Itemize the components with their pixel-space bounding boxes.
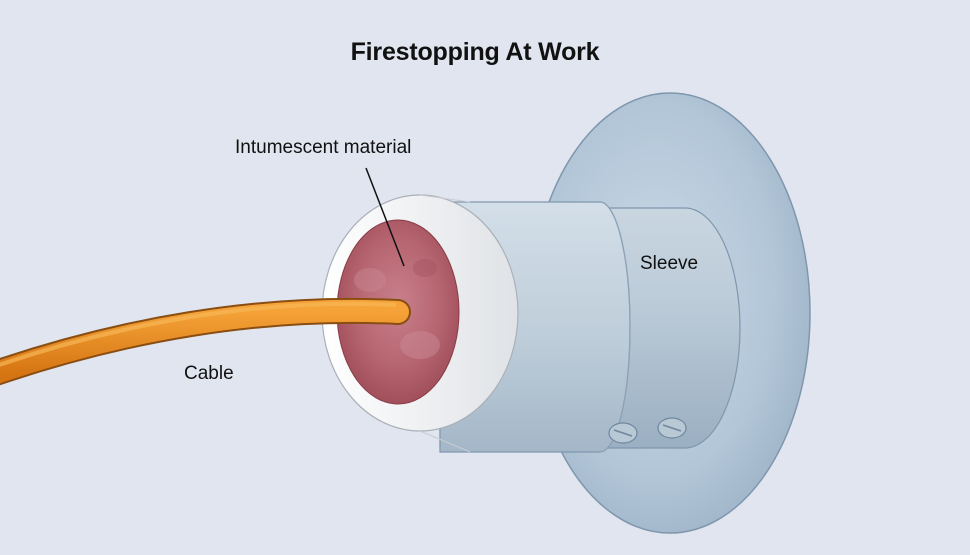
page-title: Firestopping At Work (350, 38, 600, 66)
screw-icon (657, 417, 687, 439)
screw-icon (608, 422, 638, 444)
intumescent-leader-line (365, 167, 405, 267)
sleeve-label: Sleeve (640, 253, 699, 274)
cable-label: Cable (184, 363, 234, 384)
intumescent-label: Intumescent material (235, 137, 412, 158)
